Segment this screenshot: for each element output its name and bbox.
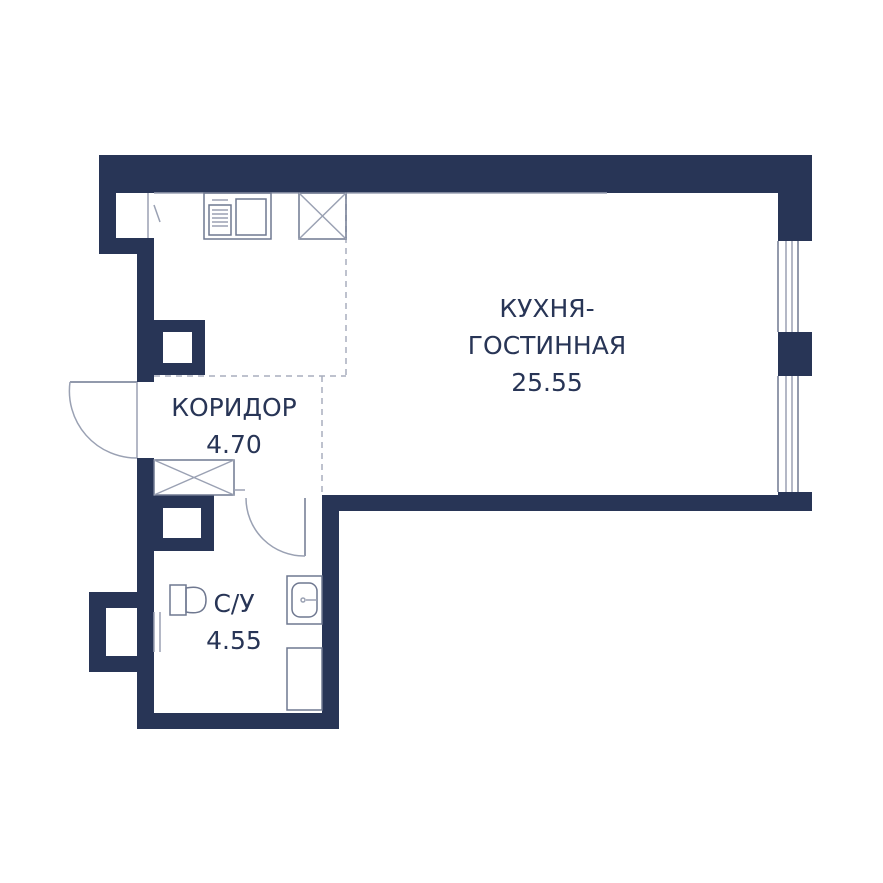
kitchen-fixtures bbox=[147, 192, 607, 240]
bathroom-area: 4.55 bbox=[206, 626, 262, 655]
corridor-area: 4.70 bbox=[206, 430, 262, 459]
toilet-icon bbox=[169, 584, 207, 616]
bathroom-name: С/У bbox=[213, 589, 254, 618]
wall-right-pier bbox=[778, 332, 812, 376]
window-lower bbox=[777, 376, 799, 492]
void-bath-door-gap bbox=[305, 495, 322, 511]
washbasin-icon bbox=[286, 575, 323, 625]
bathroom-door bbox=[245, 497, 306, 557]
wall-voids bbox=[106, 193, 812, 656]
wall-right-upper bbox=[778, 155, 812, 241]
bathroom-fixtures bbox=[153, 575, 323, 711]
wall-left-top-block bbox=[99, 155, 116, 254]
entrance-door bbox=[68, 381, 138, 459]
kitchen-name-line-2: ГОСТИННАЯ bbox=[468, 331, 626, 360]
bath-cabinet-icon bbox=[286, 647, 323, 711]
riser-icon bbox=[153, 612, 161, 652]
entry-cabinet-icon bbox=[147, 193, 161, 238]
void-left-bump bbox=[106, 608, 137, 656]
void-window-upper bbox=[778, 241, 812, 332]
window-upper bbox=[777, 241, 799, 332]
kitchen-area: 25.55 bbox=[511, 368, 583, 397]
wall-kitchen-bottom bbox=[305, 495, 812, 511]
void-shaft-lower bbox=[163, 508, 201, 538]
kitchen-name-line-1: КУХНЯ- bbox=[499, 294, 594, 323]
walls bbox=[89, 155, 812, 729]
wall-top bbox=[99, 155, 812, 193]
wall-left-upper bbox=[137, 238, 154, 382]
windows bbox=[777, 241, 799, 492]
wall-bath-right bbox=[322, 495, 339, 729]
room-label-kitchen: КУХНЯ- ГОСТИННАЯ 25.55 bbox=[468, 294, 626, 397]
room-label-bathroom: С/У 4.55 bbox=[206, 589, 262, 655]
wall-bath-bottom bbox=[137, 713, 339, 729]
void-left-top bbox=[116, 193, 137, 238]
kitchen-sink-icon bbox=[203, 192, 272, 240]
void-window-lower bbox=[778, 376, 812, 492]
corridor-wardrobe-icon bbox=[153, 459, 245, 496]
stove-icon bbox=[298, 192, 347, 240]
corridor-name: КОРИДОР bbox=[171, 393, 297, 422]
void-shaft-upper bbox=[163, 332, 192, 363]
room-label-corridor: КОРИДОР 4.70 bbox=[171, 393, 297, 459]
zone-separators bbox=[154, 193, 347, 495]
